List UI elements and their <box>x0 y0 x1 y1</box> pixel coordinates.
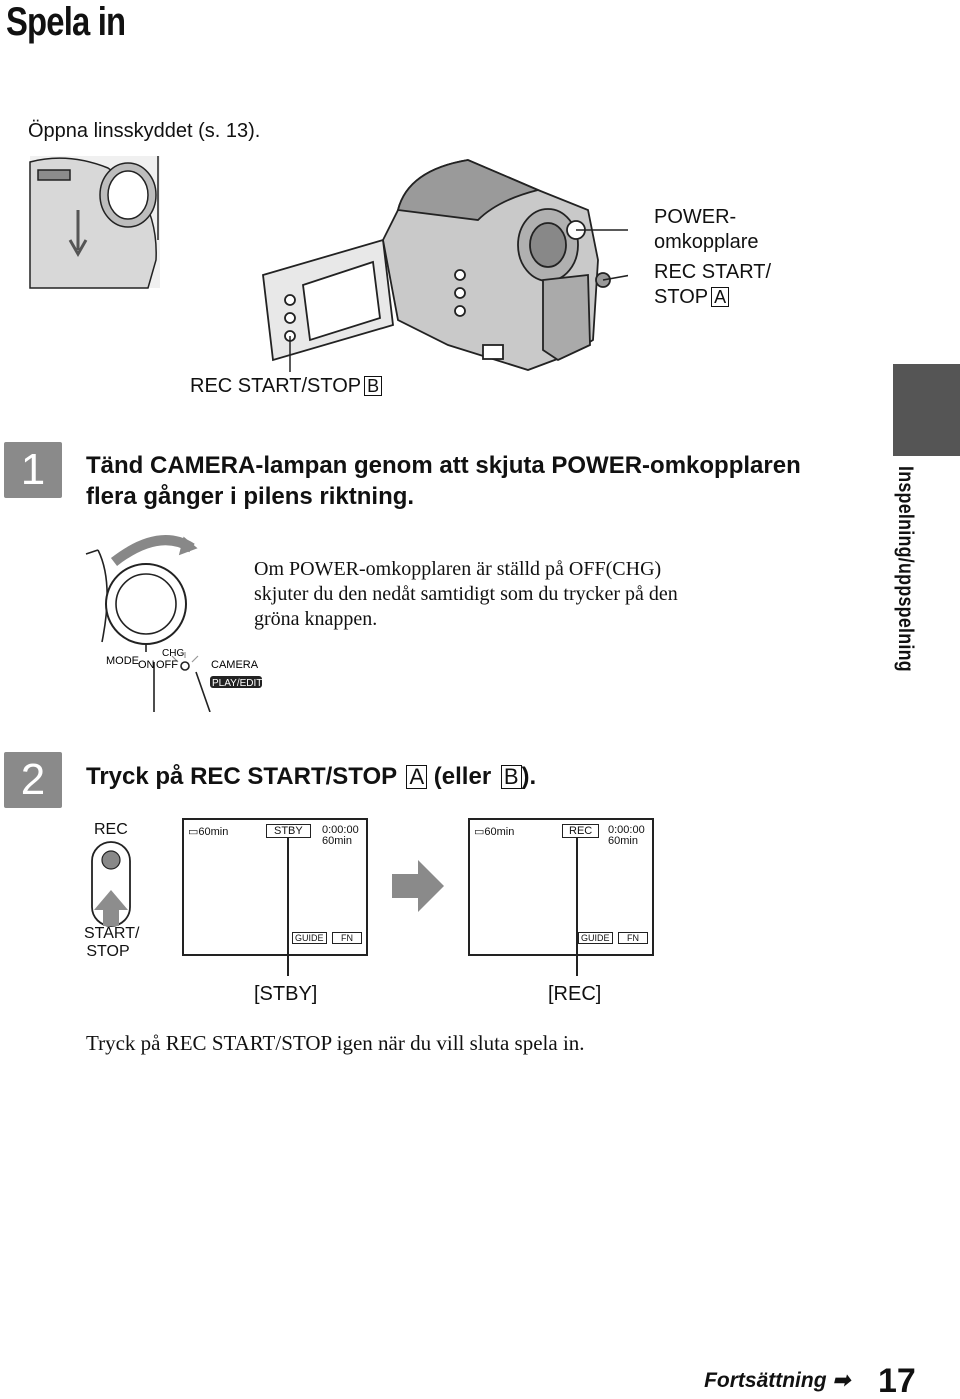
continue-arrow-icon: ➡ <box>832 1369 850 1392</box>
stby-caption: [STBY] <box>254 983 318 1005</box>
battery-icon: ▭ <box>188 826 199 838</box>
stby-time: 0:00:00 <box>322 824 359 836</box>
stby-remaining: 60min <box>322 835 352 847</box>
rec-remaining: 60min <box>608 835 638 847</box>
stby-guide-button[interactable]: GUIDE <box>292 932 327 944</box>
rec-start-b-label: REC START/STOP <box>190 375 362 397</box>
section-tab-label: Inspelning/uppspelning <box>894 466 917 672</box>
dial-mode-label: MODE <box>106 655 139 667</box>
step-1-badge: 1 <box>4 442 62 498</box>
marker-b: B <box>364 376 383 396</box>
dial-chg-label: CHG <box>162 648 184 659</box>
lcd-screen-rec: ▭60min REC 0:00:00 60min GUIDE FN <box>468 818 654 956</box>
camcorder-illustration <box>29 156 628 372</box>
stby-mode-indicator: STBY <box>266 824 311 838</box>
rec-fn-button[interactable]: FN <box>618 932 648 944</box>
rec-guide-button[interactable]: GUIDE <box>578 932 613 944</box>
dial-off-label: OFF <box>156 659 178 671</box>
rec-button-label: REC <box>94 821 128 838</box>
rec-caption: [REC] <box>548 983 602 1005</box>
rec-start-stop-button <box>91 841 131 927</box>
closing-text: Tryck på REC START/STOP igen när du vill… <box>86 1031 585 1055</box>
step-1-note-1: Om POWER-omkopplaren är ställd på OFF(CH… <box>254 558 662 580</box>
rec-battery: 60min <box>484 826 515 838</box>
step-2-heading-mid: (eller <box>433 763 492 790</box>
rec-time: 0:00:00 <box>608 824 645 836</box>
lcd-screen-stby: ▭60min STBY 0:00:00 60min GUIDE FN <box>182 818 368 956</box>
battery-icon: ▭ <box>474 826 485 838</box>
step-1-note-3: gröna knappen. <box>254 608 378 630</box>
lens-cover-inset <box>29 156 160 289</box>
step-1-heading-2: flera gånger i pilens riktning. <box>86 483 415 510</box>
arrow-right-icon <box>392 860 444 912</box>
rec-start-a-label-1: REC START/ <box>654 261 772 283</box>
start-stop-label-1: START/ <box>84 925 140 942</box>
step-2-heading-pre: Tryck på REC START/STOP <box>86 763 397 790</box>
rec-leader-line <box>576 838 578 976</box>
stby-battery: 60min <box>198 826 229 838</box>
step-1-heading-1: Tänd CAMERA-lampan genom att skjuta POWE… <box>86 452 801 479</box>
marker-a: A <box>711 287 730 307</box>
continue-label: Fortsättning <box>704 1369 827 1392</box>
power-switch-label-2: omkopplare <box>654 231 759 253</box>
power-dial-illustration: MODE ON OFF CHG CAMERA PLAY/EDIT <box>85 535 262 712</box>
step-2-badge: 2 <box>4 752 62 808</box>
step-1-note-2: skjuter du den nedåt samtidigt som du tr… <box>254 583 678 605</box>
start-stop-label-2: STOP <box>86 943 130 960</box>
step-2-marker-a: A <box>406 765 428 789</box>
rec-mode-indicator: REC <box>562 824 600 838</box>
dial-on-label: ON <box>138 659 155 671</box>
dial-camera-label: CAMERA <box>211 659 259 671</box>
dial-play-edit-label: PLAY/EDIT <box>212 678 262 689</box>
page-title: Spela in <box>6 0 126 44</box>
intro-text: Öppna linsskyddet (s. 13). <box>28 120 261 142</box>
step-2-heading-post: ). <box>521 763 537 790</box>
power-switch-label-1: POWER- <box>654 206 737 228</box>
section-tab <box>893 364 960 456</box>
rec-start-a-label-2: STOP <box>654 286 709 308</box>
stby-leader-line <box>287 838 289 976</box>
step-2-marker-b: B <box>500 765 522 789</box>
camera-body <box>262 159 611 371</box>
stby-fn-button[interactable]: FN <box>332 932 362 944</box>
page-number: 17 <box>878 1362 916 1399</box>
